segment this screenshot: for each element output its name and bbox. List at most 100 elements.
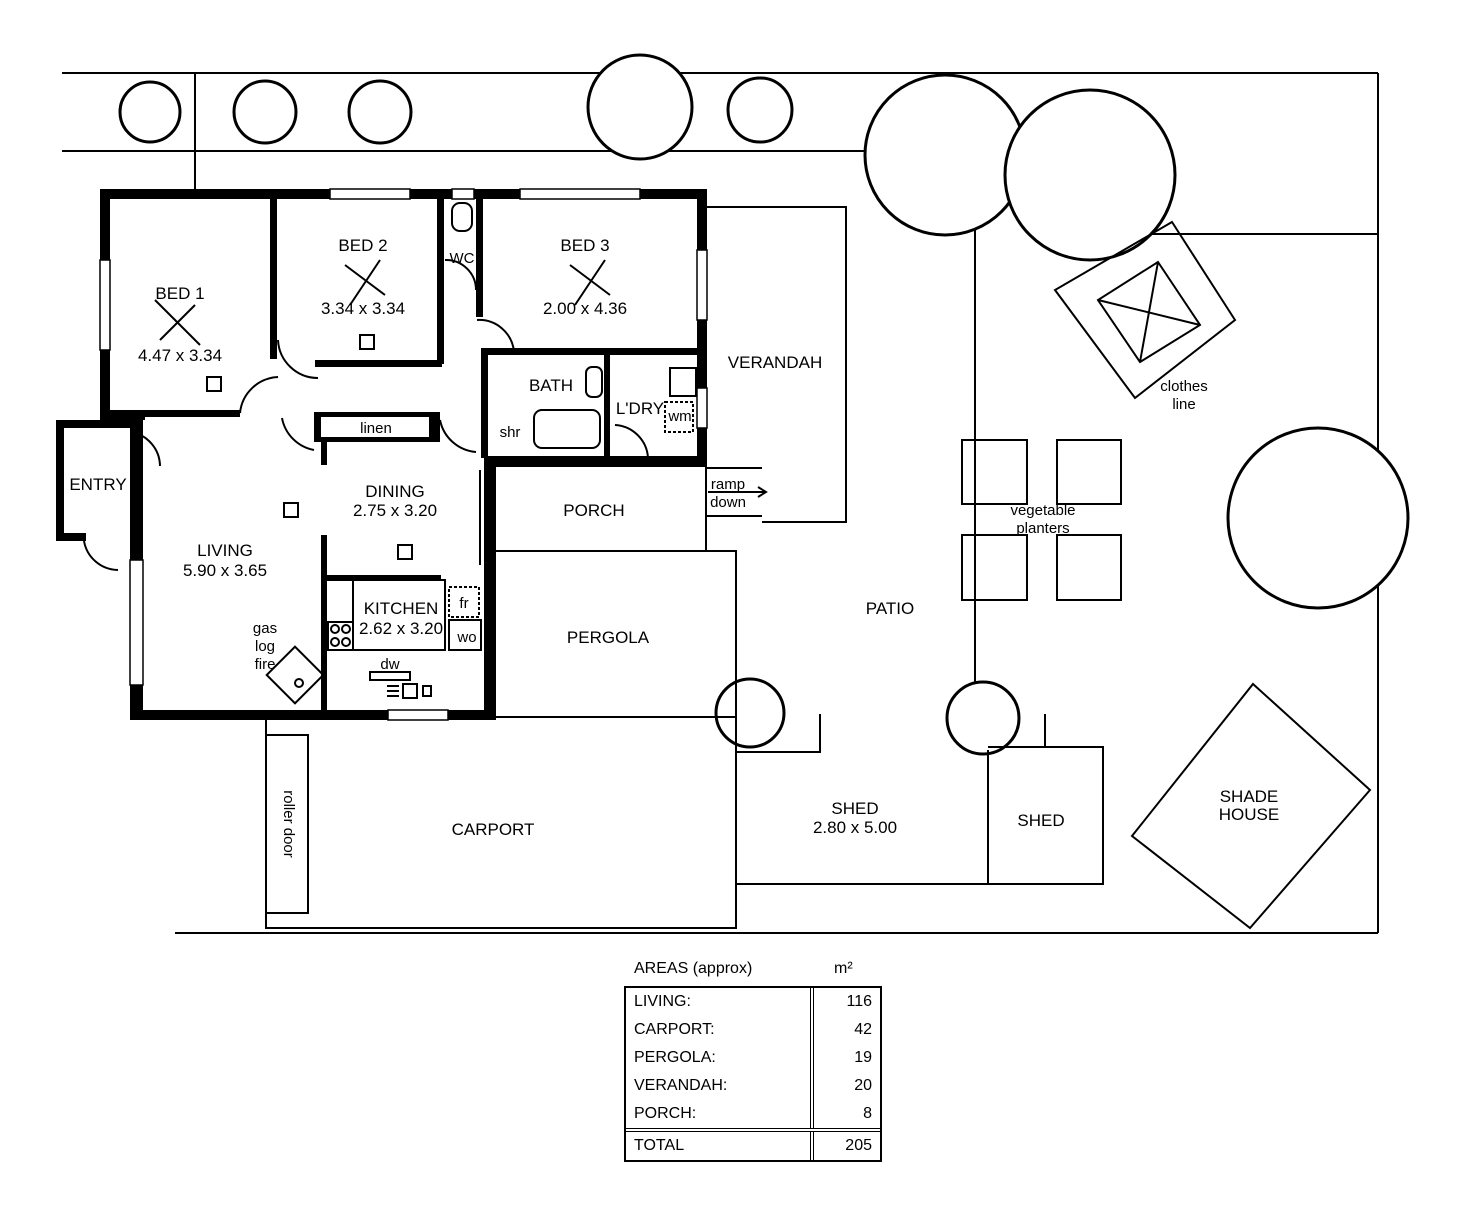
areas-row: PORCH: 8 <box>626 1100 880 1128</box>
area-value: 19 <box>854 1049 872 1066</box>
shade-house-label-1: SHADE <box>1220 787 1279 806</box>
areas-row: PERGOLA: 19 <box>626 1044 880 1072</box>
ceiling-fan-icon <box>344 259 386 306</box>
shade-house-outline <box>1130 682 1372 930</box>
washing-machine-icon <box>664 401 694 433</box>
tree-icon <box>347 79 413 145</box>
outdoor-structures <box>265 206 1104 929</box>
entry-label: ENTRY <box>69 475 126 494</box>
door-swings <box>83 258 649 571</box>
bed2-label: BED 2 <box>338 236 387 255</box>
carport-label: CARPORT <box>452 820 535 839</box>
tree-icon <box>714 677 786 749</box>
bed2-dims: 3.34 x 3.34 <box>321 299 405 318</box>
vents <box>206 334 413 560</box>
clothes-line-label-1: clothes <box>1160 378 1208 395</box>
toilet-icon <box>451 202 473 232</box>
linen-label: linen <box>360 420 392 437</box>
areas-title: AREAS (approx) <box>634 960 753 977</box>
ceiling-fan-icon <box>569 259 611 306</box>
trees <box>118 53 1410 756</box>
bed1-label: BED 1 <box>155 284 204 303</box>
area-name: VERANDAH: <box>626 1072 814 1100</box>
verandah-label: VERANDAH <box>728 353 822 372</box>
sink-icon <box>402 683 418 699</box>
bed1-dims: 4.47 x 3.34 <box>138 346 222 365</box>
gas-fire-label-2: log <box>255 638 275 655</box>
tree-icon <box>586 53 694 161</box>
area-value: 42 <box>854 1021 872 1038</box>
shed2-label: SHED <box>1017 811 1064 830</box>
area-name: CARPORT: <box>626 1016 814 1044</box>
clothes-line-label-2: line <box>1172 396 1195 413</box>
room-labels: BED 1 4.47 x 3.34 BED 2 3.34 x 3.34 BED … <box>69 236 1279 858</box>
area-value: 8 <box>863 1105 872 1122</box>
dishwasher-icon <box>369 671 411 681</box>
vent-icon <box>397 544 413 560</box>
dining-dims: 2.75 x 3.20 <box>353 501 437 520</box>
ramp-down-arrow <box>706 467 768 517</box>
bed3-dims: 2.00 x 4.36 <box>543 299 627 318</box>
area-name: PERGOLA: <box>626 1044 814 1072</box>
basin-icon <box>585 366 603 398</box>
kitchen-label: KITCHEN <box>364 599 439 618</box>
area-total-value: 205 <box>845 1137 872 1154</box>
shed1-label: SHED <box>831 799 878 818</box>
site-boundary <box>62 72 1379 934</box>
fixtures <box>265 202 697 705</box>
vent-icon <box>283 502 299 518</box>
trough-icon <box>669 367 697 397</box>
bathtub-icon <box>533 409 601 449</box>
areas-row: VERANDAH: 20 <box>626 1072 880 1100</box>
gas-fire-label-3: fire <box>255 656 276 673</box>
bath-label: BATH <box>529 376 573 395</box>
gas-log-fire-icon <box>265 645 325 705</box>
shed1-dims: 2.80 x 5.00 <box>813 818 897 837</box>
wc-label: WC <box>450 250 475 267</box>
clothes-line-icon <box>1053 220 1237 400</box>
areas-box: LIVING: 116 CARPORT: 42 PERGOLA: 19 VERA… <box>624 986 882 1162</box>
living-label: LIVING <box>197 541 253 560</box>
living-dims: 5.90 x 3.65 <box>183 561 267 580</box>
patio-label: PATIO <box>866 599 915 618</box>
windows <box>99 188 708 721</box>
ceiling-fans <box>154 259 611 346</box>
fridge-label: fr <box>459 595 468 612</box>
tree-icon <box>726 76 794 144</box>
bed3-label: BED 3 <box>560 236 609 255</box>
area-total-name: TOTAL <box>626 1132 814 1160</box>
kitchen-bench <box>352 579 446 651</box>
area-name: PORCH: <box>626 1100 814 1128</box>
shr-label: shr <box>500 424 521 441</box>
ceiling-fan-icon <box>154 299 201 346</box>
tree-icon <box>945 680 1021 756</box>
planters-label-1: vegetable <box>1010 502 1075 519</box>
tree-icon <box>863 73 1027 237</box>
wm-label: wm <box>667 408 691 425</box>
areas-unit: m² <box>834 960 853 977</box>
cooktop-icon <box>327 621 354 651</box>
porch-label: PORCH <box>563 501 624 520</box>
areas-row: LIVING: 116 <box>626 988 880 1016</box>
tree-icon <box>1226 426 1410 610</box>
area-value: 20 <box>854 1077 872 1094</box>
ramp-label-2: down <box>710 494 746 511</box>
vegetable-planters <box>961 439 1122 601</box>
tree-icon <box>1003 88 1177 262</box>
gas-fire-label-1: gas <box>253 620 277 637</box>
planters-label-2: planters <box>1016 520 1069 537</box>
areas-row: CARPORT: 42 <box>626 1016 880 1044</box>
areas-table: AREAS (approx) m² LIVING: 116 CARPORT: 4… <box>624 952 882 1162</box>
ramp-label-1: ramp <box>711 476 745 493</box>
wall-oven-label: wo <box>456 629 476 646</box>
dining-label: DINING <box>365 482 425 501</box>
tree-icon <box>232 79 298 145</box>
areas-total-row: TOTAL 205 <box>626 1128 880 1160</box>
fridge-icon <box>448 586 480 618</box>
roller-door-label: roller door <box>280 790 297 858</box>
vent-icon <box>359 334 375 350</box>
tree-icon <box>118 80 182 144</box>
area-value: 116 <box>846 993 872 1010</box>
dishwasher-label: dw <box>380 656 399 673</box>
